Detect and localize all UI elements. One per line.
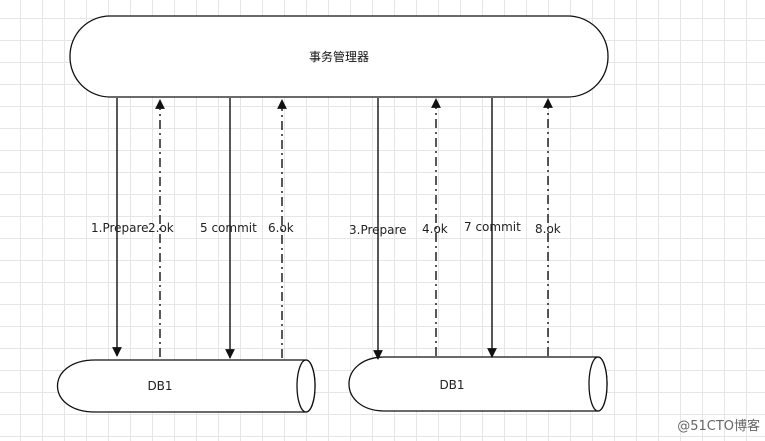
arrow-3-label: 3.Prepare <box>349 223 407 237</box>
watermark: @51CTO博客 <box>677 418 760 434</box>
arrow-7-label: 7 commit <box>464 220 521 234</box>
database-right-body <box>348 356 608 412</box>
arrow-2-label: 2.ok <box>148 221 174 235</box>
database-right-label: DB1 <box>439 378 464 392</box>
arrow-8-ok: 8.ok <box>535 98 561 356</box>
arrow-3-prepare: 3.Prepare <box>349 98 407 360</box>
arrow-2-ok: 2.ok <box>148 99 174 357</box>
arrow-5-commit: 5 commit <box>200 98 257 359</box>
arrow-4-label: 4.ok <box>422 222 448 236</box>
arrow-1-prepare: 1.Prepare <box>91 98 149 357</box>
database-left-label: DB1 <box>147 379 172 393</box>
database-left-body <box>57 359 316 413</box>
arrow-6-label: 6.ok <box>268 221 294 235</box>
transaction-manager-box <box>69 15 609 98</box>
arrow-4-ok: 4.ok <box>422 98 448 356</box>
database-left-cap <box>296 359 316 413</box>
arrow-7-commit: 7 commit <box>464 98 521 358</box>
arrow-8-label: 8.ok <box>535 222 561 236</box>
arrow-5-label: 5 commit <box>200 221 257 235</box>
database-left: DB1 <box>57 359 316 413</box>
transaction-manager-title: 事务管理器 <box>309 49 369 64</box>
database-right-cap <box>588 356 608 412</box>
arrow-6-ok: 6.ok <box>268 99 294 358</box>
arrow-1-label: 1.Prepare <box>91 221 149 235</box>
database-right: DB1 <box>348 356 608 412</box>
